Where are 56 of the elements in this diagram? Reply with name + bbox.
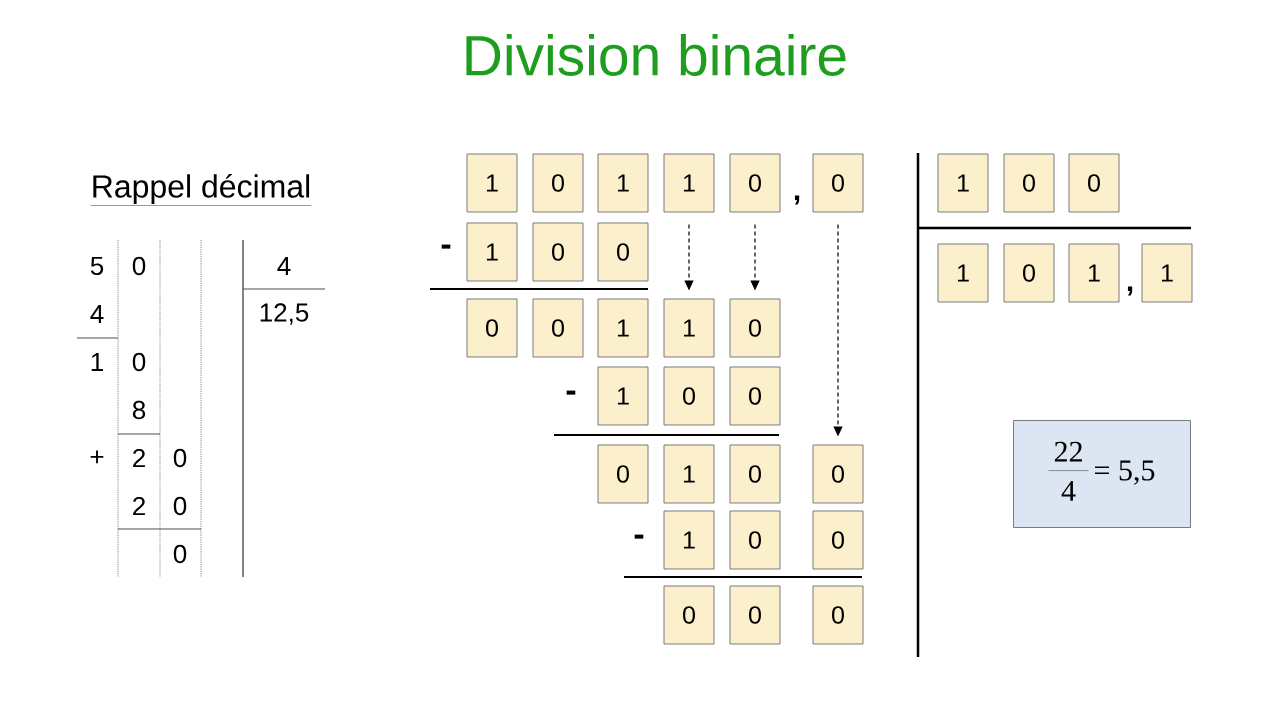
digit-tile: 0 — [812, 153, 864, 213]
digit-tile: 1 — [663, 510, 715, 570]
digit: 2 — [133, 448, 145, 468]
digit: 0 — [173, 544, 187, 564]
digit: 2 — [133, 496, 145, 516]
digit-tile: 0 — [597, 222, 649, 282]
minus-sign: - — [566, 390, 576, 395]
digit: 4 — [90, 305, 104, 323]
digit-tile: 1 — [1141, 243, 1193, 303]
digit-tile: 1 — [597, 153, 649, 213]
digit-tile: 1 — [937, 243, 989, 303]
digit-tile: 1 — [1068, 243, 1120, 303]
digit-tile: 0 — [1068, 153, 1120, 213]
digit-tile: 1 — [597, 298, 649, 358]
digit: 1 — [91, 353, 103, 371]
digit-tile: 0 — [812, 510, 864, 570]
digit-tile: 0 — [466, 298, 518, 358]
digit: 0 — [132, 256, 146, 276]
digit-tile: 0 — [729, 153, 781, 213]
digit-tile: 1 — [663, 153, 715, 213]
digit-tile: 0 — [532, 298, 584, 358]
decimal-comma: , — [794, 195, 800, 205]
digit: 0 — [173, 496, 187, 516]
formula-box: 22 4 = 5,5 — [1013, 420, 1191, 528]
digit-tile: 0 — [729, 585, 781, 645]
digit: 8 — [132, 400, 146, 420]
digit-tile: 0 — [532, 222, 584, 282]
digit-tile: 0 — [663, 585, 715, 645]
digit-tile: 0 — [532, 153, 584, 213]
digit: 0 — [132, 352, 146, 372]
digit-tile: 1 — [663, 298, 715, 358]
title: Division binaire — [466, 34, 846, 76]
section-heading: Rappel décimal — [90, 173, 312, 206]
digit-tile: 0 — [729, 444, 781, 504]
digit-tile: 0 — [812, 585, 864, 645]
digit-tile: 0 — [1003, 243, 1055, 303]
digit-tile: 0 — [1003, 153, 1055, 213]
digit-tile: 0 — [597, 444, 649, 504]
digit-tile: 0 — [812, 444, 864, 504]
digit-tile: 0 — [729, 298, 781, 358]
digit-tile: 0 — [729, 366, 781, 426]
digit-tile: 1 — [937, 153, 989, 213]
digit-tile: 1 — [466, 222, 518, 282]
plus-sign: + — [90, 450, 104, 464]
digit-tile: 0 — [663, 366, 715, 426]
digit-tile: 0 — [729, 510, 781, 570]
digit-tile: 1 — [663, 444, 715, 504]
digit-tile: 1 — [466, 153, 518, 213]
digit-tile: 1 — [597, 366, 649, 426]
digit: 4 — [277, 257, 291, 275]
minus-sign: - — [441, 244, 451, 249]
digit: 0 — [173, 448, 187, 468]
digit: 5 — [90, 256, 104, 276]
number: 12,5 — [260, 303, 309, 325]
decimal-comma: , — [1127, 286, 1133, 296]
minus-sign: - — [634, 534, 644, 539]
